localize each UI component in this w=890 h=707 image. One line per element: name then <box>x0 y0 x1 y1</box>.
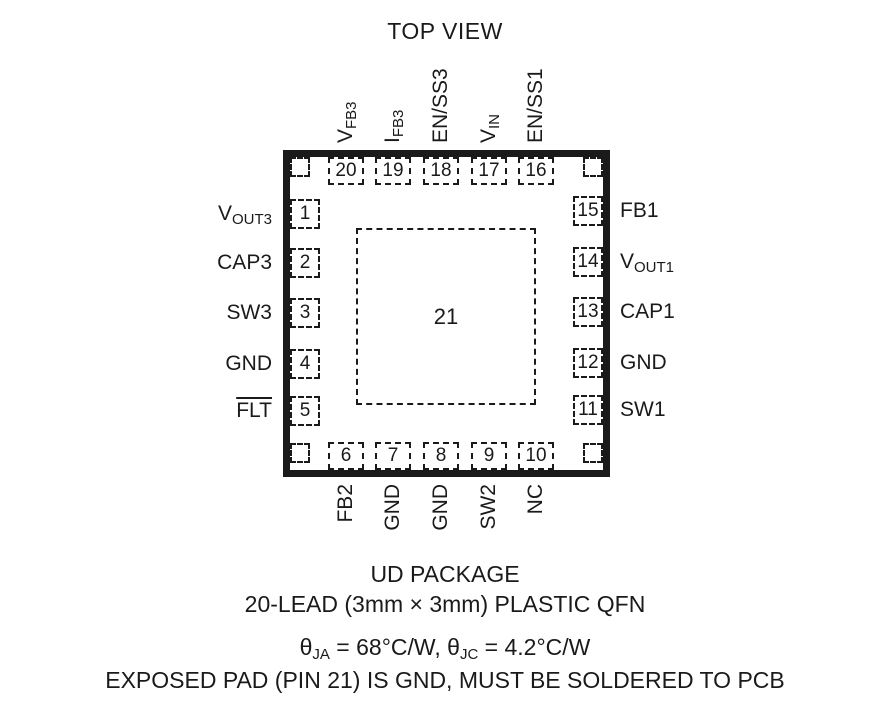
exposed-pad-number: 21 <box>433 303 459 329</box>
pin-11: 11 <box>573 395 603 425</box>
pin-4: 4 <box>290 349 320 379</box>
pin-2: 2 <box>290 248 320 278</box>
pin-16: 16 <box>518 157 554 185</box>
pin-7-number: 7 <box>387 445 399 466</box>
pin-12-number: 12 <box>577 352 599 373</box>
pin-17-number: 17 <box>478 160 500 181</box>
corner-pad-top-left <box>290 157 310 177</box>
pin-5: 5 <box>290 396 320 426</box>
pin-label-gnd12: GND <box>620 351 667 374</box>
pin-label-vout1: VOUT1 <box>620 250 675 276</box>
pin-14: 14 <box>573 247 603 277</box>
pin-6-number: 6 <box>340 445 352 466</box>
pin-label-enss3: EN/SS3 <box>429 68 452 143</box>
pin-label-cap1: CAP1 <box>620 300 675 323</box>
pin-label-sw3: SW3 <box>226 301 272 324</box>
pin-19-number: 19 <box>382 160 404 181</box>
corner-pad-bottom-right <box>583 443 603 463</box>
pin-1-number: 1 <box>299 203 311 224</box>
pin-14-number: 14 <box>577 251 599 272</box>
package-outline <box>283 150 610 477</box>
pin-11-number: 11 <box>578 399 598 420</box>
pin-13-number: 13 <box>577 301 599 322</box>
pin-8: 8 <box>423 442 459 470</box>
pin-13: 13 <box>573 297 603 327</box>
pin-label-flt: FLT <box>236 399 272 422</box>
pin-10: 10 <box>518 442 554 470</box>
pin-label-ifb3: IFB3 <box>381 109 407 143</box>
pin-19: 19 <box>375 157 411 185</box>
pin-6: 6 <box>328 442 364 470</box>
pin-18: 18 <box>423 157 459 185</box>
pin-17: 17 <box>471 157 507 185</box>
diagram-title: TOP VIEW <box>387 18 503 44</box>
pin-label-vin: VIN <box>477 113 503 143</box>
package-name: UD PACKAGE <box>370 561 520 587</box>
pin-12: 12 <box>573 348 603 378</box>
thermal-note: θJA = 68°C/W, θJC = 4.2°C/W <box>299 634 591 663</box>
pin-label-vfb3: VFB3 <box>334 101 360 143</box>
pin-10-number: 10 <box>525 445 547 466</box>
pin-3: 3 <box>290 298 320 328</box>
exposed-pad: 21 <box>356 228 536 405</box>
pin-9-number: 9 <box>483 445 495 466</box>
pin-label-vout3: VOUT3 <box>217 202 272 228</box>
pin-15: 15 <box>573 196 603 226</box>
pin-1: 1 <box>290 199 320 229</box>
package-description: 20-LEAD (3mm × 3mm) PLASTIC QFN <box>244 591 646 617</box>
pin-label-cap3: CAP3 <box>217 251 272 274</box>
pin-5-number: 5 <box>299 400 311 421</box>
pin-3-number: 3 <box>299 302 311 323</box>
pin-4-number: 4 <box>299 353 311 374</box>
corner-pad-top-right <box>583 157 603 177</box>
pin-label-fb1: FB1 <box>620 199 659 222</box>
pin-20: 20 <box>328 157 364 185</box>
pin-18-number: 18 <box>430 160 452 181</box>
exposed-pad-note: EXPOSED PAD (PIN 21) IS GND, MUST BE SOL… <box>105 667 785 693</box>
corner-pad-bottom-left <box>290 443 310 463</box>
pin-label-sw1: SW1 <box>620 398 666 421</box>
pin-8-number: 8 <box>435 445 447 466</box>
pin-9: 9 <box>471 442 507 470</box>
pin-2-number: 2 <box>299 252 311 273</box>
pin-16-number: 16 <box>525 160 547 181</box>
pin-7: 7 <box>375 442 411 470</box>
pin-20-number: 20 <box>335 160 357 181</box>
pin-15-number: 15 <box>577 200 599 221</box>
pin-label-gnd4: GND <box>225 352 272 375</box>
pin-label-enss1: EN/SS1 <box>524 68 547 143</box>
